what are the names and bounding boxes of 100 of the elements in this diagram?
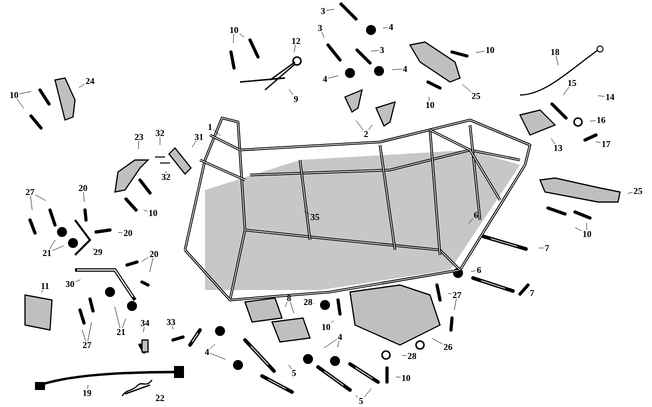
leader-line [83,192,85,202]
callout-number: 20 [78,184,88,192]
leader-line [114,306,120,328]
leader-line [586,222,587,230]
callout-number: 34 [140,320,150,326]
leader-line [19,91,32,94]
callout-number: 10 [322,324,330,330]
leader-line [288,89,294,96]
leader-line [324,339,337,348]
leader-line [402,355,407,356]
leader-line [143,210,148,212]
leader-line [143,326,144,332]
leader-line [574,227,582,232]
leader-line [290,302,294,314]
callout-number: 7 [530,290,534,296]
callout-number: 28 [408,352,416,360]
callout-number: 3 [318,25,322,32]
callout-number: 21 [116,329,126,335]
leader-line [16,98,24,109]
callout-number: 30 [66,280,74,288]
leader-line [556,56,559,66]
callout-number: 32 [156,130,164,136]
callout-number: 6 [474,212,478,218]
leader-line [233,34,234,44]
callout-number: 10 [230,26,238,34]
leader-line [590,120,596,122]
callout-number: 2 [364,131,368,137]
leader-line [328,75,338,78]
callout-number: 10 [10,92,18,98]
callout-number: 10 [426,102,434,108]
callout-number: 26 [444,344,452,350]
leader-line [87,384,88,390]
leader-line [368,124,372,130]
leader-line [118,232,123,233]
leader-line [88,322,92,342]
leader-line [82,329,86,342]
leader-line [550,138,556,144]
leader-line [432,338,443,344]
callout-number: 19 [83,390,92,396]
callout-number: 31 [194,134,204,140]
callout-number: 4 [388,24,394,30]
callout-number: 1 [208,124,212,130]
callout-number: 5 [359,398,363,404]
callout-number: 4 [204,349,210,355]
callout-number: 27 [452,292,462,298]
leader-line [304,211,310,214]
callout-number: 20 [150,250,158,258]
leader-line [448,293,452,294]
leader-line [428,96,430,102]
leader-line [288,364,292,370]
leader-line [370,50,379,52]
callout-number: 10 [149,210,158,216]
leader-line [52,246,64,251]
leader-line [364,388,372,398]
callout-number: 10 [583,230,592,238]
callout-number: 4 [322,76,328,82]
callout-number: 12 [292,38,300,44]
leader-line [75,279,81,282]
leader-line [172,326,174,330]
leader-line [468,218,473,224]
leader-line [355,394,358,398]
callout-number: 3 [321,8,325,14]
callout-number: 32 [162,174,170,180]
leader-line [356,120,364,130]
callout-number: 28 [304,298,312,306]
leader-line [628,192,633,194]
callout-number: 10 [486,46,494,54]
leader-line [284,302,288,307]
callout-number: 21 [42,250,52,256]
leader-line [596,141,601,143]
callout-number: 35 [310,214,320,220]
leader-line [476,50,485,53]
leader-line [462,84,472,92]
leader-line [562,86,570,96]
leader-line [382,27,388,28]
leader-line [78,84,85,88]
leader-line [213,129,221,136]
leader-line [337,340,340,348]
leader-line [470,270,476,272]
callout-number: 11 [42,283,49,289]
leader-line [392,68,402,70]
leader-line [396,376,401,378]
callout-number: 9 [294,96,298,102]
callout-number: 7 [545,245,550,251]
callout-number: 17 [602,141,610,147]
callout-number: 10 [402,374,410,382]
callout-number: 25 [472,93,480,100]
callout-number: 33 [166,319,176,326]
callout-number: 20 [124,230,132,236]
callout-number: 14 [606,94,614,100]
callout-number: 4 [338,334,342,340]
callout-number: 15 [568,80,576,86]
leader-line [149,258,154,272]
leader-line [330,320,334,324]
leader-line [210,344,216,349]
leader-line [192,140,196,148]
callout-number: 3 [380,47,384,54]
leader-line [41,290,44,294]
callout-number: 23 [134,134,144,140]
leader-line [142,257,149,262]
